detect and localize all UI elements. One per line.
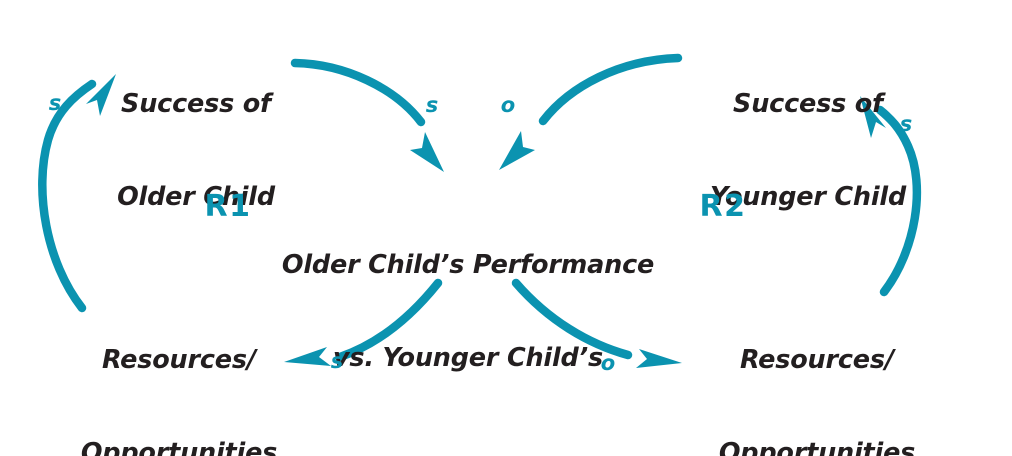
node-line: Opportunities [80, 438, 278, 456]
loop-label-r2: R2 [699, 189, 747, 224]
link-arrow-top-left [290, 58, 444, 172]
link-arrow-right-up [860, 96, 922, 297]
node-line: Success of [733, 89, 883, 119]
node-line: Older Child [117, 182, 275, 212]
link-arrow-left-up [38, 74, 116, 313]
node-success-of-younger-child: Success of Younger Child [690, 27, 926, 275]
node-line: Success of [121, 89, 271, 119]
node-resources-opportunities-for-younger-child: Resources/ Opportunities for Younger Chi… [694, 283, 940, 456]
node-line: Resources/ [740, 345, 894, 375]
node-resources-opportunities-for-older-child: Resources/ Opportunities for Older Child [64, 283, 294, 456]
polarity-label-left-up: s [48, 91, 62, 115]
polarity-label-bottom-left: s [330, 349, 344, 373]
node-line: vs. Younger Child’s [332, 343, 604, 373]
node-line: Younger Child [709, 182, 906, 212]
link-arrow-bottom-left [284, 278, 443, 366]
node-success-of-older-child: Success of Older Child [88, 27, 304, 275]
polarity-label-right-up: s [899, 112, 913, 136]
node-line: Opportunities [718, 438, 916, 456]
loop-label-r1: R1 [204, 189, 252, 224]
link-arrow-bottom-right [511, 278, 682, 368]
node-line: Resources/ [102, 345, 256, 375]
link-arrow-top-right [499, 53, 683, 170]
polarity-label-top-left: s [425, 93, 439, 117]
polarity-label-top-right: o [500, 93, 516, 117]
node-line: Older Child’s Performance [281, 250, 655, 280]
polarity-label-bottom-right: o [600, 351, 616, 375]
node-older-child-performance-vs-younger: Older Child’s Performance vs. Younger Ch… [268, 188, 668, 436]
